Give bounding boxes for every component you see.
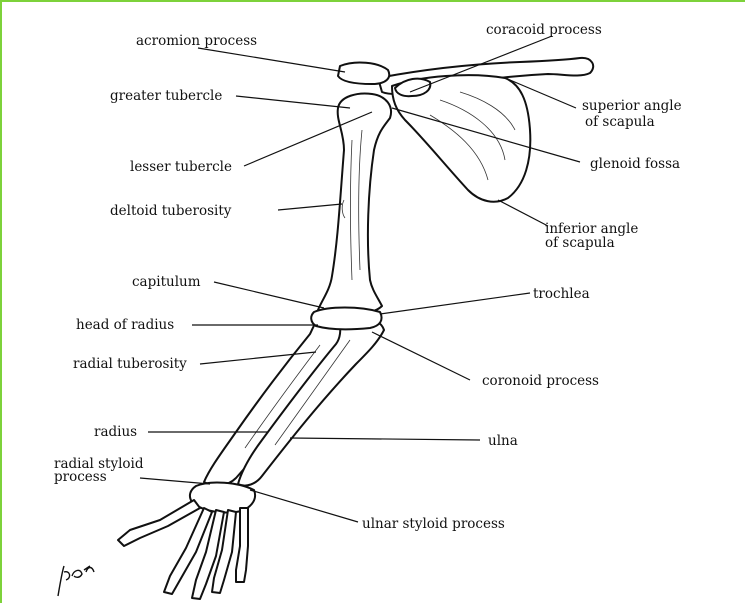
label-deltoid-tuberosity: deltoid tuberosity — [110, 203, 232, 219]
elbow-joint — [310, 306, 383, 331]
label-radial-tuberosity: radial tuberosity — [73, 356, 187, 372]
humerus — [317, 92, 392, 316]
forearm-shading — [244, 339, 351, 449]
acromion — [337, 61, 391, 85]
label-inferior-angle-line2: of scapula — [545, 235, 615, 251]
label-acromion-process: acromion process — [136, 33, 257, 49]
leader-lines — [139, 35, 581, 523]
scapula-shading — [429, 91, 516, 181]
label-coronoid-process: coronoid process — [482, 373, 599, 389]
label-ulnar-styloid-process: ulnar styloid process — [362, 516, 505, 532]
label-lesser-tubercle: lesser tubercle — [130, 159, 232, 175]
label-superior-angle-line1: superior angle — [582, 98, 682, 114]
coracoid — [394, 77, 432, 98]
label-greater-tubercle: greater tubercle — [110, 88, 222, 104]
label-radius: radius — [94, 424, 137, 440]
label-head-of-radius: head of radius — [76, 317, 174, 333]
label-inferior-angle-line1: inferior angle — [545, 221, 638, 237]
hand-bones — [117, 499, 249, 600]
label-capitulum: capitulum — [132, 274, 201, 290]
label-radial-styloid-line2: process — [54, 469, 107, 485]
humerus-shading — [341, 129, 363, 281]
label-glenoid-fossa: glenoid fossa — [590, 156, 680, 172]
label-radial-styloid-line1: radial styloid — [54, 456, 144, 472]
label-superior-angle-line2: of scapula — [585, 114, 655, 130]
artist-signature-icon — [57, 565, 95, 597]
ulna — [237, 314, 385, 487]
scapula — [391, 74, 532, 203]
label-coracoid-process: coracoid process — [486, 22, 602, 38]
label-ulna: ulna — [488, 433, 518, 449]
label-trochlea: trochlea — [533, 286, 590, 302]
